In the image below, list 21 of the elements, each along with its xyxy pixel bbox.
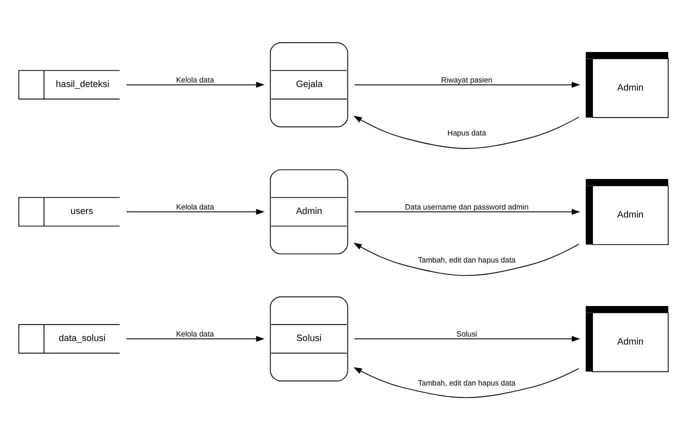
node-text: users xyxy=(70,206,94,216)
arrow xyxy=(354,82,580,88)
arrow xyxy=(126,82,265,88)
edge-label: Solusi xyxy=(456,329,478,338)
arrow xyxy=(354,208,580,215)
arrow xyxy=(353,242,580,276)
arrow xyxy=(353,116,580,149)
edge-label: Riwayat pasien xyxy=(441,75,492,84)
edge-label: Kelola data xyxy=(176,329,214,338)
edge-label: Hapus data xyxy=(447,128,486,138)
node-text: hasil_deteksi xyxy=(56,79,110,90)
arrow xyxy=(354,367,580,398)
arrow xyxy=(126,336,265,342)
edge-label: Tambah, edit dan hapus data xyxy=(418,378,516,388)
node-text: data_solusi xyxy=(58,333,106,344)
arrow xyxy=(126,208,265,215)
edge-label: Data username dan password admin xyxy=(404,202,529,212)
arrow xyxy=(354,336,580,342)
edge-label: Kelola data xyxy=(176,202,214,212)
edge-label: Tambah, edit dan hapus data xyxy=(418,255,516,264)
edge-label: Kelola data xyxy=(176,75,214,84)
